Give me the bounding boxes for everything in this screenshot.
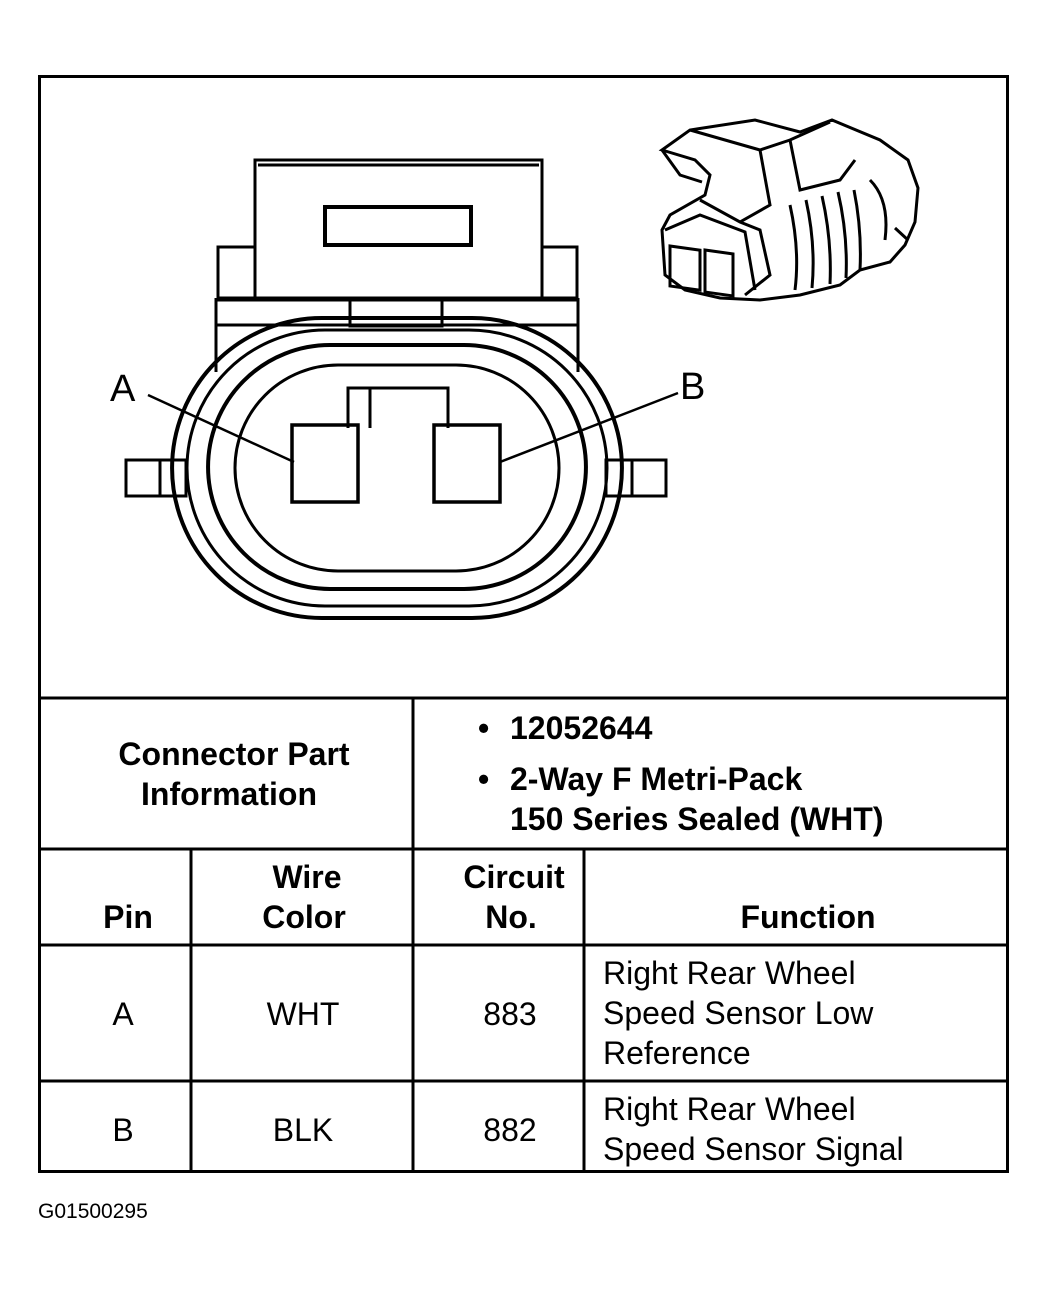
header-function: Function bbox=[740, 899, 876, 935]
connector-left-shoulder bbox=[216, 245, 257, 300]
connector-description-line1: 2-Way F Metri-Pack bbox=[510, 761, 803, 797]
row-a-wire-color: WHT bbox=[266, 996, 340, 1032]
row-b-function-line2: Speed Sensor Signal bbox=[603, 1131, 904, 1167]
row-a-pin: A bbox=[112, 996, 134, 1032]
header-circuit-line2: No. bbox=[485, 899, 537, 935]
pin-label-b: B bbox=[680, 366, 706, 408]
leader-line-a bbox=[147, 393, 295, 464]
terminal-b bbox=[432, 423, 502, 504]
row-b-pin: B bbox=[112, 1112, 134, 1148]
bullet: • bbox=[478, 761, 490, 797]
header-wire-color-line2: Color bbox=[262, 899, 346, 935]
connector-info-label-line2: Information bbox=[141, 776, 317, 812]
connector-label-window bbox=[323, 205, 473, 247]
leader-line-b bbox=[499, 391, 679, 464]
connector-right-shoulder bbox=[540, 245, 579, 300]
part-number: 12052644 bbox=[510, 710, 653, 746]
row-b-wire-color: BLK bbox=[272, 1112, 334, 1148]
terminal-a bbox=[290, 423, 360, 504]
connector-info-label-line1: Connector Part bbox=[118, 736, 350, 772]
connector-right-nub bbox=[604, 458, 668, 498]
connector-perspective-drawing bbox=[658, 118, 920, 302]
connector-top-housing bbox=[253, 158, 544, 300]
bullet: • bbox=[478, 710, 490, 746]
row-b-function-line1: Right Rear Wheel bbox=[603, 1091, 856, 1127]
connector-seal-ring bbox=[206, 343, 588, 591]
row-a-circuit: 883 bbox=[483, 996, 537, 1032]
figure-id: G01500295 bbox=[38, 1200, 148, 1223]
connector-lock-tab bbox=[348, 296, 444, 328]
row-a-function-line2: Speed Sensor Low bbox=[603, 995, 874, 1031]
header-circuit-line1: Circuit bbox=[463, 859, 565, 895]
row-b-circuit: 882 bbox=[483, 1112, 537, 1148]
connector-inner-cavity bbox=[233, 363, 561, 573]
pinout-table-grid bbox=[38, 696, 1009, 1173]
pin-label-a: A bbox=[110, 368, 136, 410]
connector-outer-ring bbox=[170, 316, 624, 620]
connector-description-line2: 150 Series Sealed (WHT) bbox=[510, 801, 884, 837]
header-pin: Pin bbox=[103, 899, 153, 935]
diagram-frame bbox=[38, 75, 1009, 1173]
row-a-function-line3: Reference bbox=[603, 1035, 751, 1071]
header-wire-color-line1: Wire bbox=[272, 859, 342, 895]
connector-left-nub bbox=[124, 458, 188, 498]
row-a-function-line1: Right Rear Wheel bbox=[603, 955, 856, 991]
